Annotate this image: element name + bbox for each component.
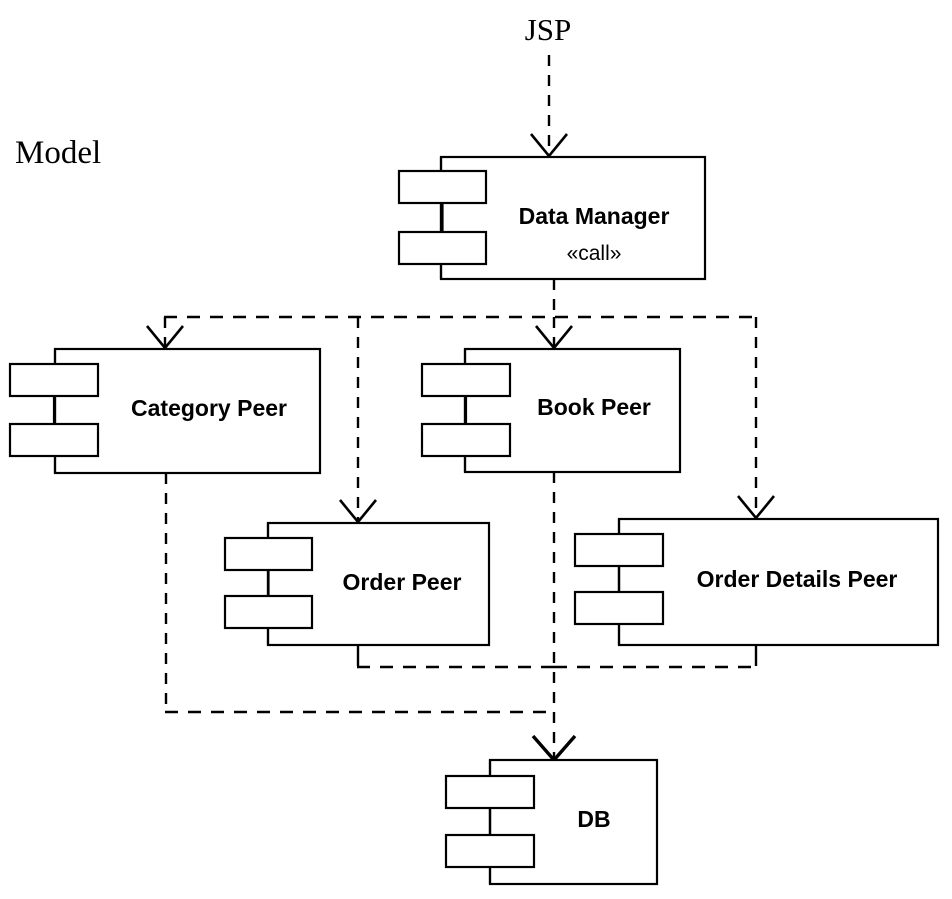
external-actor-jsp: JSP [524, 12, 572, 47]
component-tab-2 [573, 590, 665, 626]
connector-order-peer-to-db [356, 645, 554, 669]
connector-bus-to-book-peer [534, 317, 574, 351]
component-tab-1 [420, 362, 512, 398]
component-label-category-peer: Category Peer [131, 395, 287, 421]
component-tab-1 [573, 532, 665, 568]
component-tab-2 [8, 422, 100, 458]
component-tab-2 [420, 422, 512, 458]
component-label-order-details-peer: Order Details Peer [696, 566, 898, 592]
layer-label-model: Model [15, 135, 102, 171]
connector-bus-to-category-peer [145, 317, 185, 351]
component-shapes [8, 155, 940, 886]
component-db[interactable] [444, 758, 659, 886]
component-body [617, 517, 940, 647]
component-tab-2 [444, 833, 536, 869]
component-tab-2 [223, 594, 314, 630]
connector-category-peer-to-db [164, 473, 554, 714]
component-tab-1 [223, 536, 314, 572]
component-label-order-peer: Order Peer [342, 569, 462, 595]
component-tab-1 [8, 362, 100, 398]
component-body [53, 347, 322, 475]
component-tab-1 [397, 169, 488, 205]
connector-jsp-to-data-manager [529, 55, 569, 159]
component-order-peer[interactable] [223, 521, 491, 647]
component-data-manager[interactable] [397, 155, 707, 281]
component-label-db: DB [577, 806, 611, 832]
component-tab-2 [397, 230, 488, 266]
component-tab-1 [444, 774, 536, 810]
connector-book-peer-to-db [531, 472, 577, 763]
component-label-data-manager: Data Manager [518, 203, 670, 229]
connector-order-details-peer-to-db [554, 645, 758, 669]
component-stereotype-data-manager: «call» [566, 242, 622, 265]
component-book-peer[interactable] [420, 347, 682, 474]
component-category-peer[interactable] [8, 347, 322, 475]
component-label-book-peer: Book Peer [537, 394, 651, 420]
component-order-details-peer[interactable] [573, 517, 940, 647]
